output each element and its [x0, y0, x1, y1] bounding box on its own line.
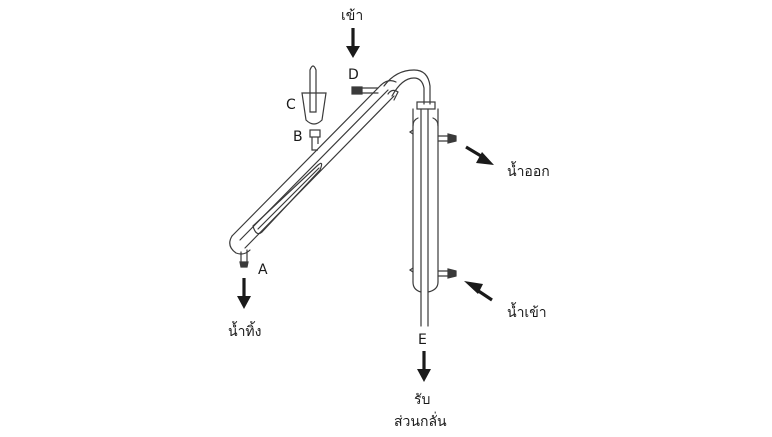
label-a: A	[258, 262, 268, 278]
label-waste: น้ำทิ้ง	[228, 321, 262, 340]
slanted-tube	[229, 80, 397, 268]
label-b: B	[293, 129, 303, 145]
label-receive-line1: รับ	[414, 392, 430, 408]
label-e: E	[418, 332, 427, 348]
side-arm-cup	[301, 65, 327, 151]
flow-arrows	[237, 28, 494, 382]
arrow-water-in	[464, 281, 493, 302]
vertical-condenser	[383, 69, 457, 327]
label-receive-line2: ส่วนกลั่น	[394, 412, 447, 430]
label-water-out: น้ำออก	[507, 161, 550, 180]
label-d: D	[348, 67, 359, 83]
arrow-waste	[237, 278, 251, 309]
label-inlet-top: เข้า	[341, 8, 363, 24]
label-water-in: น้ำเข้า	[507, 302, 547, 321]
arrow-receive	[417, 351, 431, 382]
arrow-water-out	[465, 145, 494, 165]
label-c: C	[286, 97, 296, 113]
arrow-inlet-top	[346, 28, 360, 58]
